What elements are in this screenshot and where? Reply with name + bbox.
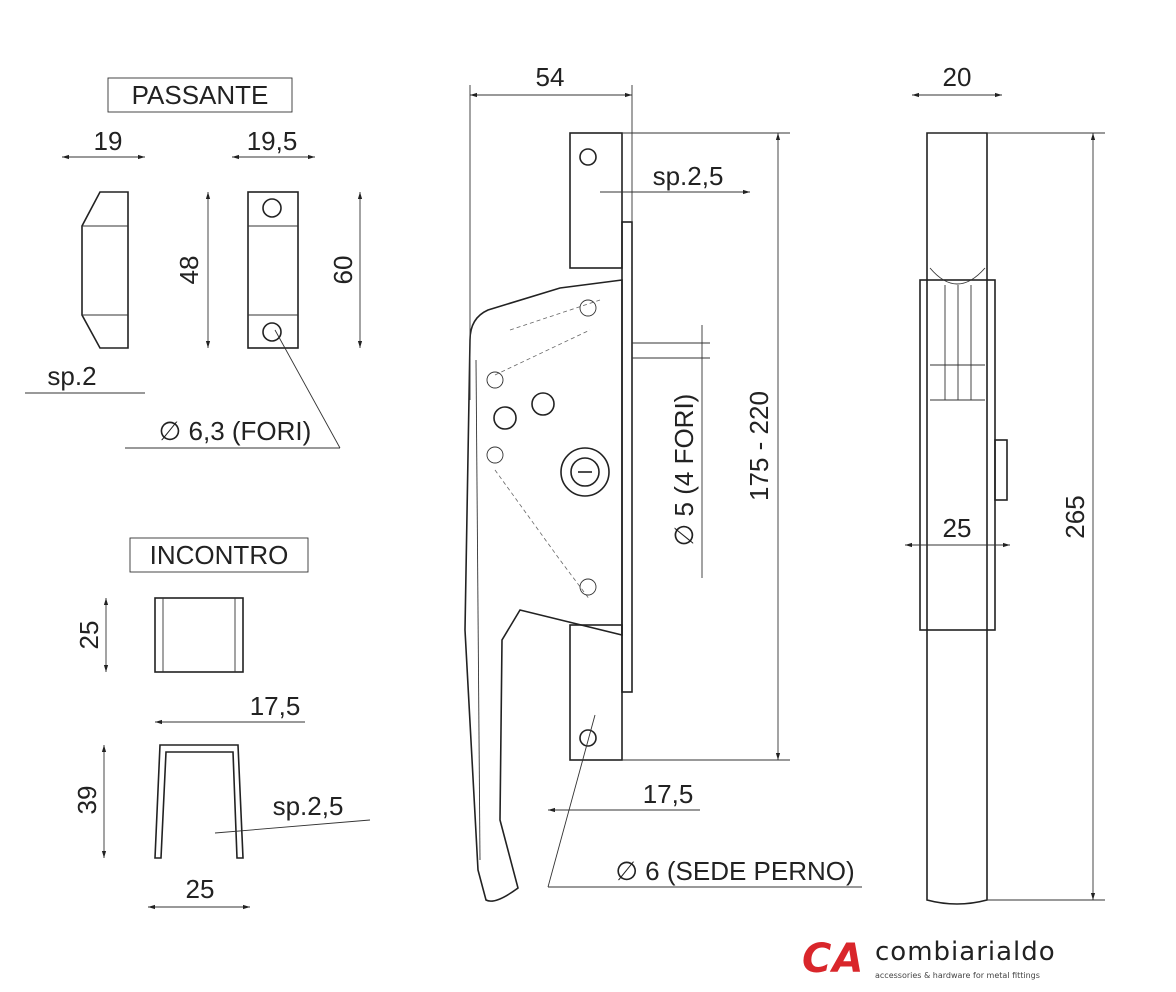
passante-title-box — [107, 77, 293, 113]
passante-view: PASSANTE 19 sp.2 19,5 48 60 ∅ 6,3 (FORI) — [25, 77, 363, 449]
dim-side-265: 265 — [1060, 495, 1090, 538]
dim-main-4-fori: ∅ 5 (4 FORI) — [669, 394, 699, 547]
incontro-view: INCONTRO 25 17,5 39 sp.2,5 25 — [72, 537, 371, 910]
dim-passante-fori: ∅ 6,3 (FORI) — [159, 416, 312, 446]
combiarialdo-logo: CA combiarialdo accessories & hardware f… — [802, 936, 1056, 982]
side-view: 20 25 265 — [905, 62, 1105, 905]
incontro-title: INCONTRO — [150, 540, 289, 570]
main-view: 54 sp.2,5 ∅ 5 (4 FORI) 175 - 220 17,5 ∅ … — [464, 62, 862, 902]
dim-passante-sp: sp.2 — [47, 361, 96, 391]
dim-main-sp: sp.2,5 — [653, 161, 724, 191]
dim-passante-48: 48 — [174, 256, 204, 285]
dim-side-25: 25 — [943, 513, 972, 543]
passante-title: PASSANTE — [132, 80, 269, 110]
dim-passante-60: 60 — [328, 256, 358, 285]
dim-main-54: 54 — [536, 62, 565, 92]
logo-mark: CA — [802, 936, 864, 982]
logo-name: combiarialdo — [875, 937, 1056, 967]
dim-passante-19-5: 19,5 — [247, 126, 298, 156]
dim-main-sede: ∅ 6 (SEDE PERNO) — [615, 856, 854, 886]
dim-incontro-sp: sp.2,5 — [273, 791, 344, 821]
dim-incontro-25-w: 25 — [186, 874, 215, 904]
dim-main-17-5: 17,5 — [643, 779, 694, 809]
dim-incontro-25: 25 — [74, 621, 104, 650]
dim-incontro-39: 39 — [72, 786, 102, 815]
dim-side-20: 20 — [943, 62, 972, 92]
dim-incontro-17-5: 17,5 — [250, 691, 301, 721]
logo-tagline: accessories & hardware for metal fitting… — [875, 971, 1040, 980]
dim-passante-19: 19 — [94, 126, 123, 156]
dim-main-range: 175 - 220 — [744, 391, 774, 501]
